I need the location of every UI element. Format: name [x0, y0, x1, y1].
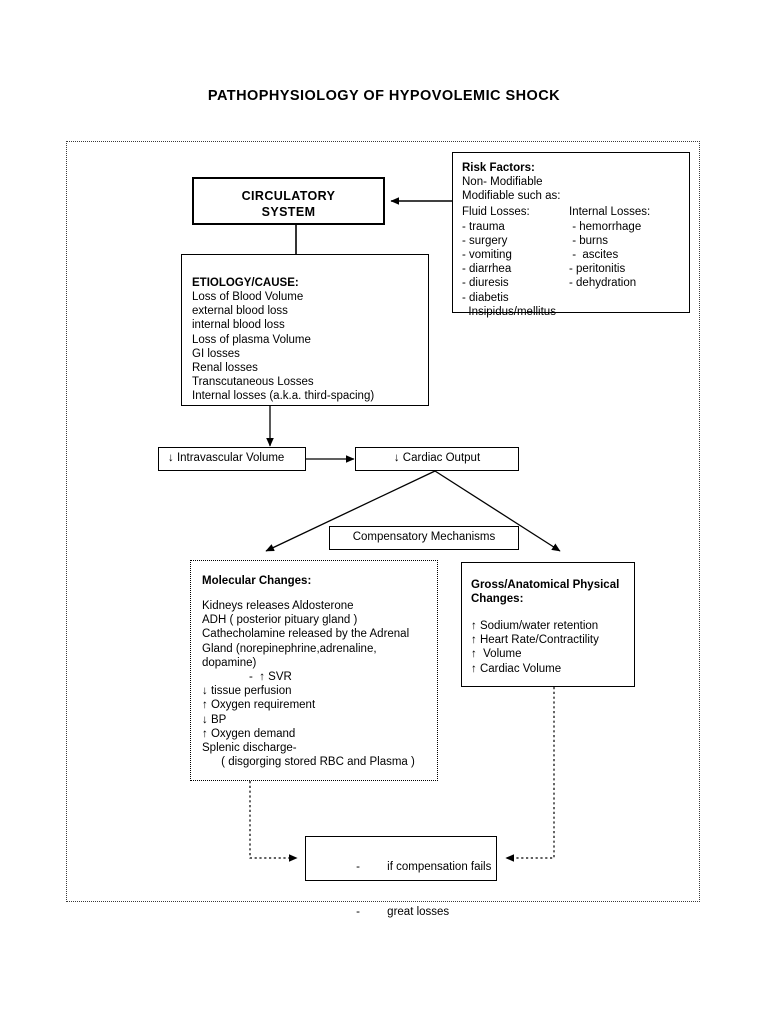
molecular-changes-item: Kidneys releases Aldosterone: [202, 600, 354, 612]
molecular-changes-heading: Molecular Changes:: [202, 575, 312, 587]
internal-loss-item: - hemorrhage: [569, 220, 642, 233]
internal-loss-item: - ascites: [569, 249, 619, 262]
molecular-changes-item: dopamine): [202, 656, 257, 669]
internal-losses-column: Internal Losses: - hemorrhage - burns - …: [569, 205, 650, 290]
fluid-loss-item: - diarrhea: [462, 263, 512, 276]
etiology-item: external blood loss: [192, 305, 288, 318]
etiology-item: GI losses: [192, 347, 240, 360]
etiology-item: Loss of plasma Volume: [192, 333, 311, 346]
risk-factors-columns: Fluid Losses: - trauma - surgery - vomit…: [462, 205, 689, 317]
failure-outcome-line2: great losses: [387, 906, 450, 918]
internal-loss-item: - peritonitis: [569, 263, 626, 276]
molecular-changes-svr-item: - ↑ SVR: [249, 671, 292, 684]
etiology-item: Internal losses (a.k.a. third-spacing): [192, 390, 375, 403]
circulatory-system-line2: SYSTEM: [261, 205, 316, 219]
gross-changes-heading-line2: Changes:: [471, 593, 524, 605]
node-molecular-changes[interactable]: Molecular Changes: Kidneys releases Aldo…: [190, 560, 438, 781]
etiology-item: internal blood loss: [192, 319, 285, 332]
failure-outcome-line1: if compensation fails: [387, 861, 492, 873]
failure-dash: -: [356, 861, 361, 873]
internal-loss-item: - dehydration: [569, 277, 637, 290]
molecular-changes-item: ↑ Oxygen requirement: [202, 699, 316, 712]
molecular-changes-item: ↓ BP: [202, 713, 227, 726]
fluid-loss-item: - vomiting: [462, 249, 512, 262]
gross-changes-item: ↑ Sodium/water retention: [471, 620, 599, 632]
gross-changes-item: ↑ Cardiac Volume: [471, 662, 562, 675]
failure-outcome-row: - great losses: [306, 890, 496, 935]
page-title: PATHOPHYSIOLOGY OF HYPOVOLEMIC SHOCK: [207, 88, 561, 104]
internal-loss-item: - burns: [569, 234, 608, 247]
node-risk-factors[interactable]: Risk Factors: Non- Modifiable Modifiable…: [452, 152, 690, 318]
fluid-loss-item: Insipidus/mellitus: [462, 305, 556, 318]
molecular-changes-item: ↑ Oxygen demand: [202, 727, 296, 740]
risk-factors-non-modifiable: Non- Modifiable: [462, 176, 543, 188]
risk-factors-modifiable: Modifiable such as:: [462, 190, 561, 203]
fluid-loss-item: - diabetis: [462, 291, 509, 304]
node-etiology-cause[interactable]: ETIOLOGY/CAUSE: Loss of Blood Volume ext…: [181, 254, 429, 406]
circulatory-system-label: CIRCULATORY SYSTEM: [194, 188, 383, 220]
spacer: [471, 606, 634, 619]
node-circulatory-system[interactable]: CIRCULATORY SYSTEM: [192, 177, 385, 225]
molecular-changes-item: Splenic discharge-: [202, 742, 297, 755]
etiology-item: Renal losses: [192, 362, 258, 375]
molecular-changes-item: ↓ tissue perfusion: [202, 685, 292, 698]
fluid-loss-item: - diuresis: [462, 277, 509, 290]
molecular-changes-item: Gland (norepinephrine,adrenaline,: [202, 642, 377, 655]
etiology-item: Transcutaneous Losses: [192, 376, 314, 389]
failure-dash: -: [356, 906, 361, 918]
failure-outcome-row: - if compensation fails: [306, 845, 496, 890]
node-compensatory-mechanisms[interactable]: Compensatory Mechanisms: [329, 526, 519, 550]
gross-changes-heading-line1: Gross/Anatomical Physical: [471, 579, 620, 591]
internal-losses-header: Internal Losses:: [569, 206, 651, 219]
intravascular-volume-label: ↓ Intravascular Volume: [168, 452, 285, 464]
node-failure-outcome[interactable]: - if compensation fails - great losses: [305, 836, 497, 918]
gross-changes-item: ↑ Heart Rate/Contractility: [471, 634, 599, 647]
etiology-item: Loss of Blood Volume: [192, 291, 304, 303]
molecular-changes-item: Cathecholamine released by the Adrenal: [202, 628, 410, 641]
risk-factors-heading: Risk Factors:: [462, 162, 535, 174]
gross-changes-item: ↑ Volume: [471, 648, 522, 661]
etiology-heading: ETIOLOGY/CAUSE:: [192, 277, 299, 289]
molecular-changes-item: ( disgorging stored RBC and Plasma ): [202, 756, 415, 769]
circulatory-system-line1: CIRCULATORY: [241, 189, 336, 203]
node-cardiac-output[interactable]: ↓ Cardiac Output: [355, 447, 519, 471]
fluid-losses-header: Fluid Losses:: [462, 206, 530, 219]
molecular-changes-item: ADH ( posterior pituary gland ): [202, 614, 358, 627]
diagram-outer-frame: [66, 141, 700, 902]
fluid-loss-item: - trauma: [462, 220, 505, 233]
fluid-losses-column: Fluid Losses: - trauma - surgery - vomit…: [462, 205, 556, 319]
compensatory-mechanisms-label: Compensatory Mechanisms: [352, 531, 496, 543]
cardiac-output-label: ↓ Cardiac Output: [393, 452, 481, 464]
node-gross-anatomical-changes[interactable]: Gross/Anatomical Physical Changes: ↑ Sod…: [461, 562, 635, 687]
node-intravascular-volume[interactable]: ↓ Intravascular Volume: [158, 447, 306, 471]
spacer: [202, 588, 437, 599]
fluid-loss-item: - surgery: [462, 234, 508, 247]
